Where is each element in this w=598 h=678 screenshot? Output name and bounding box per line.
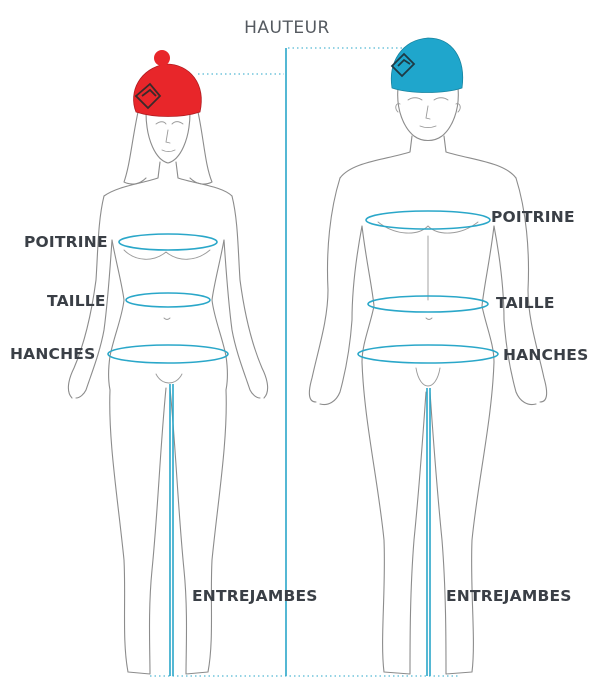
man-inseam-label: ENTREJAMBES [446,587,572,605]
woman-torso [109,240,228,390]
woman-chest-measure [119,234,217,250]
man-chest-label: POITRINE [491,208,575,226]
woman-inseam-label: ENTREJAMBES [192,587,318,605]
woman-left-leg [110,388,166,674]
woman-hair [124,112,212,184]
woman-right-arm [224,196,268,398]
woman-figure: POITRINE TAILLE HANCHES ENTREJAMBES [10,50,318,676]
woman-waist-label: TAILLE [47,292,106,310]
man-hips-label: HANCHES [503,346,588,364]
woman-waist-measure [126,293,210,307]
man-waist-label: TAILLE [496,294,555,312]
woman-right-leg [170,388,226,674]
man-shoulders [340,136,516,178]
woman-chest-label: POITRINE [24,233,108,251]
woman-shoulders [104,162,232,196]
man-left-arm [309,178,362,405]
woman-face [146,112,190,163]
man-face-features [396,98,460,128]
man-face [398,88,459,141]
man-beanie-hat [391,38,462,93]
height-title: HAUTEUR [244,18,330,38]
man-left-leg [362,362,426,674]
man-right-leg [430,362,494,674]
woman-hips-measure [108,345,228,363]
woman-hat-pompom [154,50,170,66]
woman-hips-label: HANCHES [10,345,95,363]
man-hips-measure [358,345,498,363]
woman-face-features [156,122,183,152]
man-figure: POITRINE TAILLE HANCHES ENTREJAMBES [309,38,588,676]
